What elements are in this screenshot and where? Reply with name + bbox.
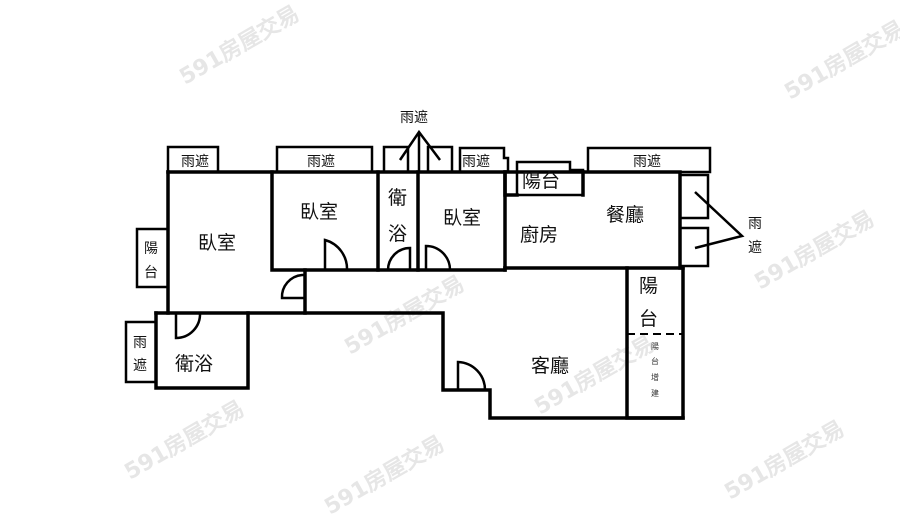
watermark: 591房屋交易 bbox=[750, 206, 879, 295]
door-living bbox=[456, 360, 487, 391]
awning-label: 雨遮 bbox=[307, 154, 335, 170]
room-label-balcony-left: 陽 bbox=[144, 241, 158, 257]
door-bedroom-right bbox=[424, 244, 452, 271]
awning-small-a bbox=[382, 145, 410, 174]
room-label-balcony-right: 台 bbox=[639, 308, 658, 330]
balcony-extension-label: 陽 bbox=[651, 342, 659, 351]
awning-label: 遮 bbox=[748, 240, 762, 256]
awning-right-upper bbox=[678, 173, 710, 220]
labels: 雨遮 雨遮 雨遮 雨遮 雨遮 雨 遮 雨 遮 臥室 臥室 衛 浴 臥室 廚房 餐… bbox=[133, 110, 762, 398]
room-label-balcony-top: 陽台 bbox=[522, 170, 560, 192]
room-label-bathroom: 衛 bbox=[388, 187, 407, 209]
room-label-balcony-left: 台 bbox=[144, 265, 158, 281]
room-label-kitchen: 廚房 bbox=[520, 223, 558, 246]
room-label-bedroom-middle: 臥室 bbox=[300, 201, 338, 223]
awning-label: 雨 bbox=[748, 216, 762, 232]
watermark: 591房屋交易 bbox=[780, 16, 900, 105]
door-bathroom-bottom bbox=[174, 312, 202, 340]
balcony-extension-label: 台 bbox=[651, 356, 659, 366]
watermark: 591房屋交易 bbox=[175, 1, 304, 90]
room-label-bathroom-bottom: 衛浴 bbox=[175, 353, 213, 375]
room-label-bedroom-right: 臥室 bbox=[443, 207, 481, 229]
door-corridor bbox=[280, 273, 305, 300]
room-label-balcony-right: 陽 bbox=[639, 275, 658, 297]
watermark: 591房屋交易 bbox=[720, 416, 849, 505]
door-bedroom-middle bbox=[323, 238, 349, 271]
room-label-living: 客廳 bbox=[531, 355, 569, 377]
awning-pointer-right bbox=[694, 191, 745, 250]
balcony-extension-label: 建 bbox=[651, 388, 659, 398]
watermarks: 591房屋交易 591房屋交易 591房屋交易 591房屋交易 591房屋交易 … bbox=[120, 1, 900, 520]
awning-label: 雨 bbox=[133, 335, 147, 351]
room-label-bedroom-left: 臥室 bbox=[198, 232, 236, 254]
balcony-extension-label: 增 bbox=[651, 372, 659, 382]
awning-label: 雨遮 bbox=[633, 154, 661, 170]
awning-label: 遮 bbox=[133, 358, 147, 374]
watermark: 591房屋交易 bbox=[120, 396, 249, 485]
watermark: 591房屋交易 bbox=[320, 431, 449, 520]
watermark: 591房屋交易 bbox=[340, 271, 469, 360]
awning-label: 雨遮 bbox=[181, 154, 209, 170]
door-bathroom-middle bbox=[386, 246, 412, 271]
doors bbox=[174, 238, 487, 391]
awning-pointer-top bbox=[398, 129, 441, 172]
awning-label: 雨遮 bbox=[462, 154, 490, 170]
awning-top-small bbox=[458, 146, 510, 172]
room-label-bathroom: 浴 bbox=[388, 223, 407, 245]
awning-label: 雨遮 bbox=[400, 110, 428, 126]
room-label-dining: 餐廳 bbox=[606, 204, 644, 226]
